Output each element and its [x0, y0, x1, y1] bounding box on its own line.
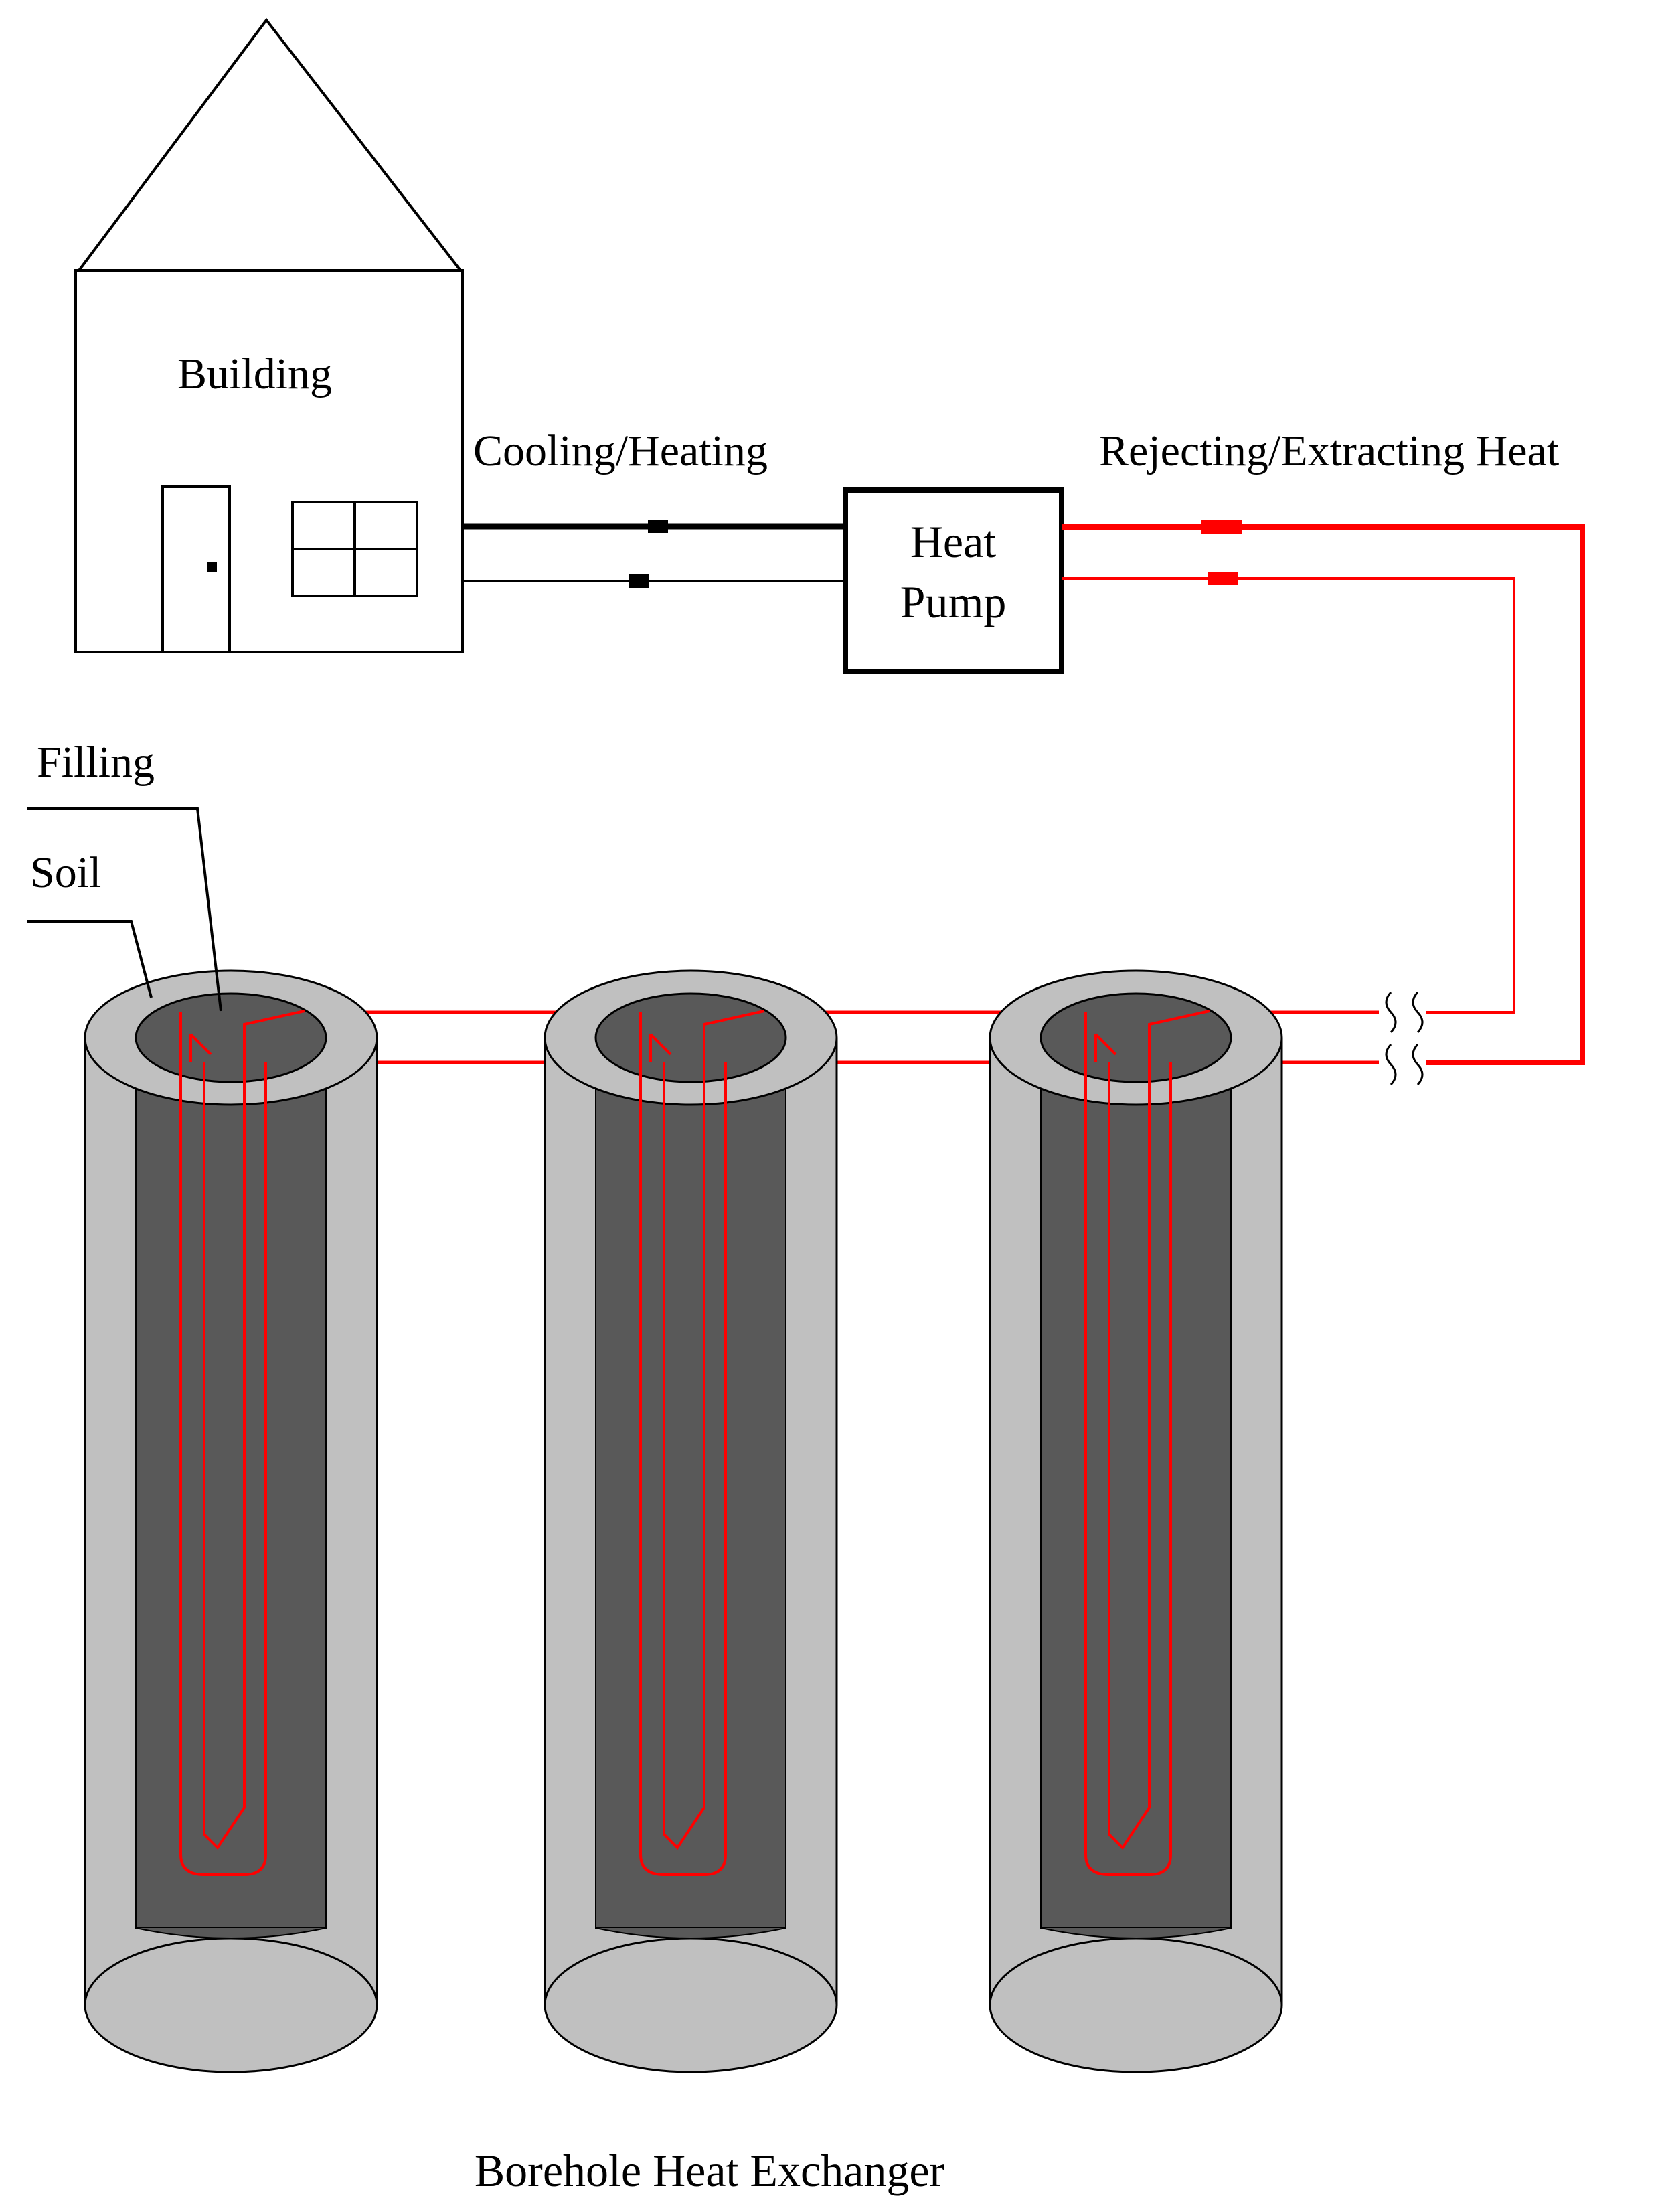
cooling-heating-label: Cooling/Heating [473, 426, 768, 475]
heat-pump-box [843, 487, 1064, 674]
door-knob [207, 562, 217, 572]
u-tube-top-link [1094, 1033, 1117, 1062]
u-tube-outer [179, 1012, 267, 1876]
u-tube-top-link [649, 1033, 672, 1062]
filling-body [1040, 1037, 1232, 1929]
filling-top [135, 992, 327, 1083]
u-tube-outer [639, 1012, 727, 1876]
building-window [291, 501, 418, 597]
building-label: Building [177, 349, 332, 398]
soil-leader [27, 920, 153, 998]
soil-label: Soil [30, 848, 101, 897]
u-tube-inner [1108, 1010, 1210, 1850]
filling-top [1040, 992, 1232, 1083]
heat-pump-label-line2: Pump [900, 576, 1007, 627]
soil-bottom [544, 1937, 838, 2073]
filling-label: Filling [37, 738, 155, 787]
building-heatpump-lines [463, 520, 845, 588]
borehole-1 [84, 969, 378, 2073]
filling-leader [27, 807, 222, 1012]
boreholes-layer [84, 969, 1283, 2073]
leader-lines [27, 807, 222, 1012]
heat-pump-label-line1: Heat [910, 516, 996, 567]
soil-bottom [989, 1937, 1283, 2073]
borehole-2 [544, 969, 838, 2073]
borehole-caption: Borehole Heat Exchanger [475, 2145, 945, 2196]
filling-bottom [595, 1927, 786, 1939]
rejecting-extracting-label: Rejecting/Extracting Heat [1099, 426, 1559, 475]
building-door [161, 485, 231, 653]
u-tube-inner [663, 1010, 765, 1850]
u-tube-inner [203, 1010, 305, 1850]
building-wall [74, 269, 464, 653]
filling-bottom [135, 1927, 327, 1939]
building-roof [78, 17, 462, 272]
u-tube-top-link [189, 1033, 212, 1062]
u-tube-outer [1084, 1012, 1172, 1876]
filling-body [595, 1037, 786, 1929]
building [74, 17, 464, 653]
borehole-3 [989, 969, 1283, 2073]
filling-body [135, 1037, 327, 1929]
filling-bottom [1040, 1927, 1232, 1939]
filling-top [594, 992, 787, 1083]
soil-bottom [84, 1937, 378, 2073]
